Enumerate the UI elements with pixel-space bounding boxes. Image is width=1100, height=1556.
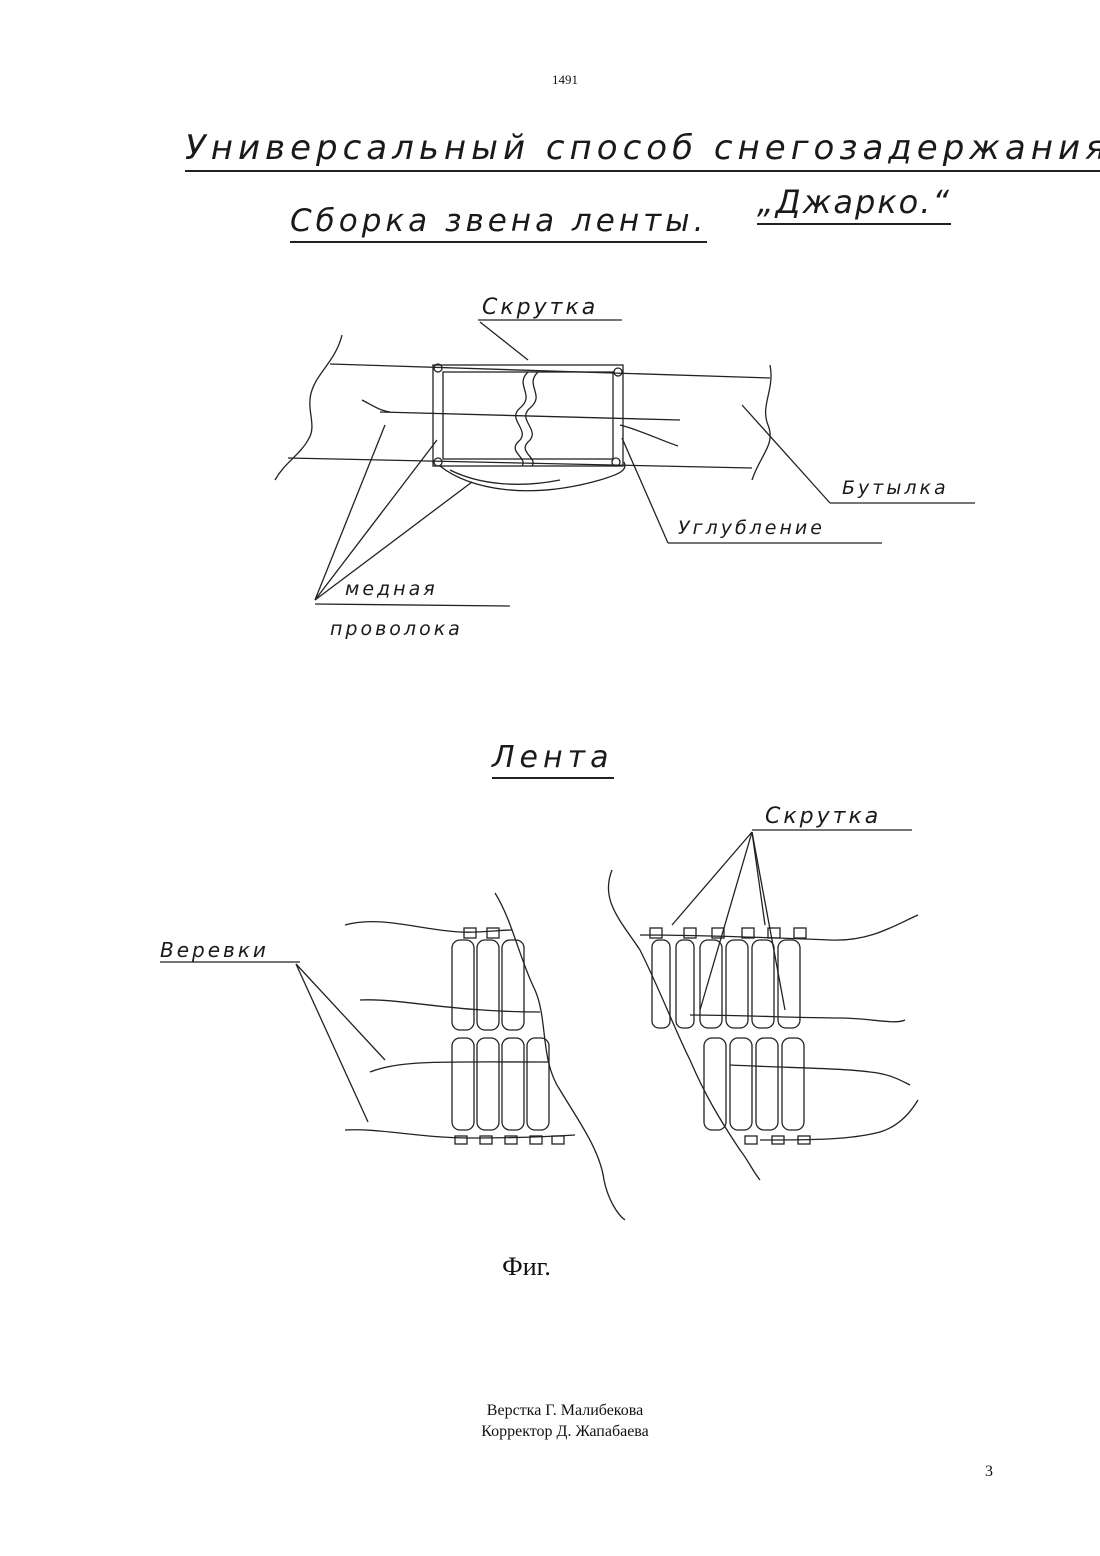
right-bottle-grid — [650, 928, 810, 1144]
ropes-leader-2 — [296, 964, 368, 1122]
rope-right-bottom — [760, 1100, 918, 1140]
right-twist-leader-4 — [752, 832, 765, 925]
left-panel-break — [495, 893, 625, 1220]
rope-right-mid-2 — [730, 1065, 910, 1085]
rope-left-mid-1 — [360, 1000, 540, 1012]
label-ropes: Веревки — [160, 938, 269, 962]
credits: Верстка Г. Малибекова Корректор Д. Жапаб… — [0, 1400, 1100, 1442]
right-twist-leader-3 — [752, 832, 785, 1010]
right-twist-leader-1 — [672, 832, 752, 925]
left-bottle-grid — [452, 928, 564, 1144]
right-panel-break — [608, 870, 760, 1180]
ropes-leader-1 — [296, 964, 385, 1060]
credit-proofreader: Корректор Д. Жапабаева — [0, 1421, 1100, 1442]
label-twist-tape: Скрутка — [765, 804, 881, 829]
rope-left-mid-2 — [370, 1062, 548, 1072]
credit-layout: Верстка Г. Малибекова — [0, 1400, 1100, 1421]
page-number-bottom: 3 — [985, 1463, 993, 1481]
figure-caption: Фиг. — [0, 1252, 1053, 1282]
rope-left-bottom — [345, 1130, 575, 1138]
